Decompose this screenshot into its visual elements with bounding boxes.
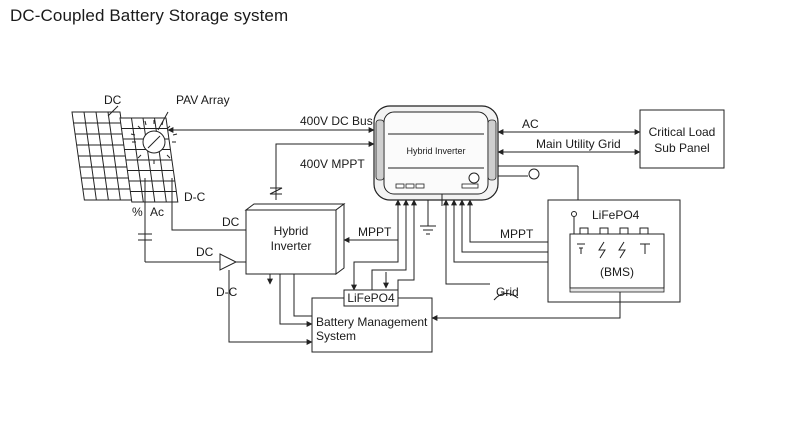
inverter-knob-icon xyxy=(468,172,480,184)
label-dc-coupler: D-C xyxy=(184,190,206,204)
mppt-switch-icon xyxy=(269,187,283,195)
inverter-to-bms-line-1 xyxy=(351,199,401,291)
mppt-400v-line xyxy=(275,141,375,200)
hybrid-inverter-small-line1: Hybrid xyxy=(274,224,309,238)
grid-line xyxy=(443,199,490,285)
label-dc-bus: 400V DC Bus xyxy=(300,114,373,128)
label-mppt-right: MPPT xyxy=(500,227,534,241)
critical-load-line2: Sub Panel xyxy=(654,141,709,155)
pav-pointer-line xyxy=(157,111,169,131)
solar-panel-left xyxy=(71,111,133,201)
bms-line1: Battery Management xyxy=(316,315,428,329)
bolt-icon-2 xyxy=(618,241,626,259)
battery-bms-label: (BMS) xyxy=(600,265,634,279)
label-pav-array: PAV Array xyxy=(176,93,230,107)
bms-tag: LiFePO4 xyxy=(347,291,395,305)
terminal-icon xyxy=(640,243,650,254)
bolt-icon xyxy=(598,241,606,259)
label-ac-right: AC xyxy=(522,117,539,131)
meter-icon xyxy=(528,168,540,180)
ground-icon xyxy=(420,200,436,235)
hybrid-inverter-main: Hybrid Inverter xyxy=(373,105,499,201)
dc-to-small-inverter-line xyxy=(171,178,246,231)
label-percent: % xyxy=(132,205,143,219)
label-ac-small: Ac xyxy=(150,205,164,219)
hybrid-inverter-small: Hybrid Inverter xyxy=(244,203,346,275)
label-dc-mid: DC xyxy=(222,215,240,229)
battery-title: LiFePO4 xyxy=(592,208,640,222)
mppt-right-line xyxy=(467,199,571,245)
hybrid-inverter-main-label: Hybrid Inverter xyxy=(406,146,465,156)
inverter-to-battery-line-1 xyxy=(451,199,570,263)
diagram-title: DC-Coupled Battery Storage system xyxy=(10,6,289,25)
critical-load-sub-panel: Critical Load Sub Panel xyxy=(639,109,725,169)
label-dc-top: DC xyxy=(104,93,122,107)
label-mppt-mid: MPPT xyxy=(358,225,392,239)
hybrid-inverter-small-line2: Inverter xyxy=(271,239,312,253)
dc-pointer-line xyxy=(107,105,119,117)
label-grid: Grid xyxy=(496,285,519,299)
bms-line2: System xyxy=(316,329,356,343)
dc-converter-icon xyxy=(219,253,238,271)
dc-to-bms-line xyxy=(228,270,313,345)
label-dc-coupler-low: D-C xyxy=(216,285,238,299)
label-main-utility-grid: Main Utility Grid xyxy=(536,137,621,151)
lifepo4-battery-bms: LiFePO4 (BMS) xyxy=(547,199,681,303)
critical-load-line1: Critical Load xyxy=(649,125,716,139)
battery-to-bms-line xyxy=(431,292,621,321)
label-mppt-400v: 400V MPPT xyxy=(300,157,365,171)
label-dc-low: DC xyxy=(196,245,214,259)
battery-symbol-icon xyxy=(577,243,585,254)
battery-management-system: LiFePO4 Battery Management System xyxy=(311,289,433,353)
